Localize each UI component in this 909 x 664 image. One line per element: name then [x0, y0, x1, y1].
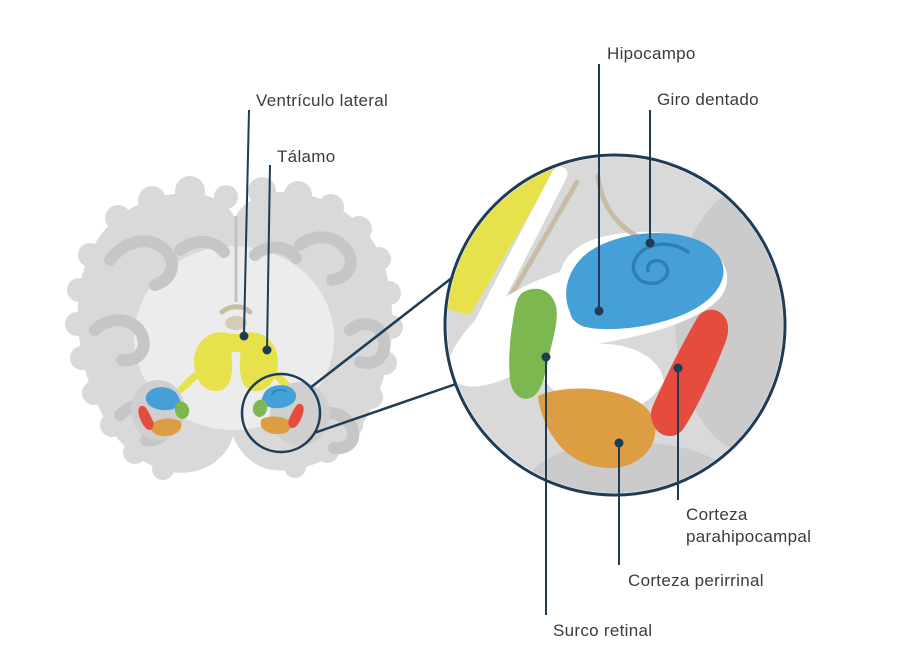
mini-green-left: [174, 401, 190, 419]
gyrus-bump: [105, 205, 131, 231]
gyrus-fold: [294, 231, 357, 286]
mini-red-left: [138, 405, 154, 431]
gyrus-fold: [344, 318, 391, 369]
label-hipocampo: Hipocampo: [607, 44, 696, 63]
gyrus-fold: [249, 241, 302, 264]
corpus-callosum-line: [219, 304, 253, 315]
corteza-perirrinal-region: [538, 388, 656, 468]
mini-orange-right: [260, 416, 291, 435]
mini-red-right: [288, 403, 304, 429]
source-circle: [240, 372, 322, 454]
connector-line-bottom: [313, 382, 457, 435]
gyrus-bump: [367, 247, 391, 271]
gyrus-fold: [104, 235, 178, 291]
gyrus-fold: [174, 236, 230, 258]
magnified-view: [447, 157, 783, 493]
gyrus-bump: [67, 278, 91, 302]
leader-dot-ventriculo: [239, 331, 249, 341]
gyrus-bump: [214, 185, 238, 209]
label-corteza-parahipocampal: Corteza parahipocampal: [686, 505, 812, 547]
label-talamo: Tálamo: [277, 147, 336, 166]
gyrus-fold: [89, 314, 150, 367]
label-surco-retinal: Surco retinal: [553, 621, 653, 640]
mini-dentate-swirl: [271, 389, 288, 396]
ventricle-wedge: [447, 157, 568, 315]
brain-coronal-section: [65, 176, 403, 480]
gyrus-bump: [65, 312, 89, 336]
gyrus-bump: [152, 458, 174, 480]
gyrus-bump: [82, 381, 106, 405]
leader-dot-perirrinal: [614, 438, 624, 448]
corteza-parahipocampal-region: [650, 309, 729, 437]
gyrus-bump: [377, 281, 401, 305]
magnifier-circle: [443, 153, 787, 497]
third-ventricle-blob: [225, 316, 247, 330]
gyrus-bump: [248, 177, 276, 205]
mini-orange-left: [151, 418, 182, 437]
leader-line-talamo: [266, 164, 271, 351]
hippocampal-cluster-right: [252, 385, 304, 435]
brain-gyri-bumps: [65, 176, 403, 480]
leader-line-ventriculo: [243, 109, 250, 335]
gyrus-bump: [123, 440, 147, 464]
gyrus-bump: [318, 194, 344, 220]
gyrus-bump: [284, 456, 306, 478]
label-corteza-perirrinal: Corteza perirrinal: [628, 571, 764, 590]
surco-retinal-region: [509, 288, 557, 399]
gyrus-bump: [359, 385, 383, 409]
white-band-upper: [469, 166, 568, 341]
ventricle-left-lobe: [194, 332, 233, 392]
gyrus-bump: [346, 216, 372, 242]
leader-lines: [239, 64, 683, 615]
gyrus-bump: [284, 181, 312, 209]
gyrus-bump: [70, 346, 94, 370]
leader-dot-surco: [541, 352, 551, 362]
leader-dot-parahipocampal: [673, 363, 683, 373]
mini-green-right: [252, 399, 268, 417]
label-ventriculo-lateral: Ventrículo lateral: [256, 91, 389, 110]
leader-dot-hipocampo: [594, 306, 604, 316]
label-giro-dentado: Giro dentado: [657, 90, 759, 109]
gyrus-bump: [138, 186, 166, 214]
leader-dot-talamo: [262, 345, 272, 355]
connector-line-top: [309, 276, 454, 389]
mini-hippocampus-left: [145, 387, 181, 411]
mini-hippocampus-right: [261, 385, 297, 409]
hippocampal-cluster-left: [138, 387, 190, 437]
leader-dot-giro: [645, 238, 655, 248]
gyrus-bump: [78, 243, 102, 267]
ventricle-bridge: [228, 334, 244, 352]
gyrus-bump: [175, 176, 205, 206]
